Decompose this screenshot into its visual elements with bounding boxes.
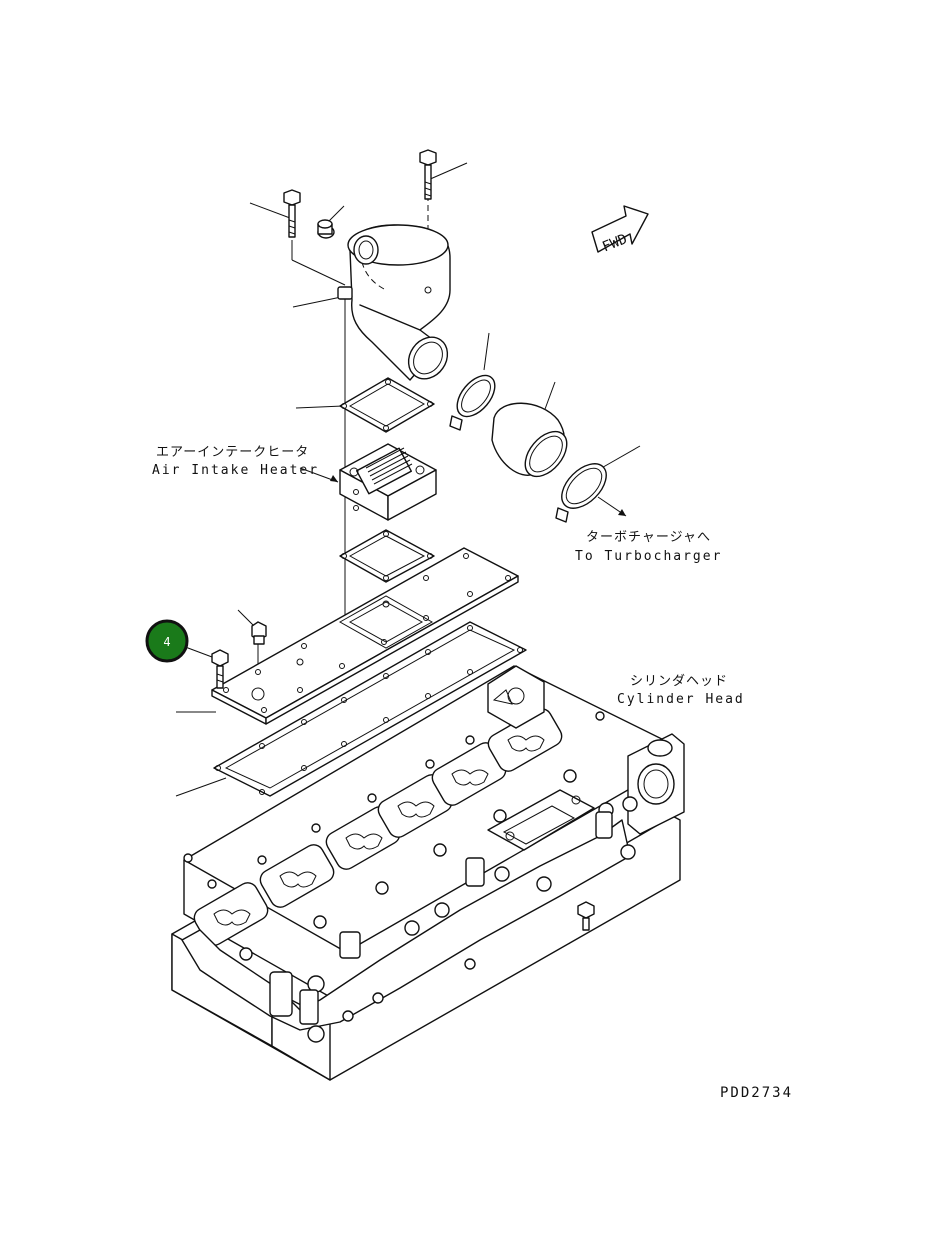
hose-clamp-lower — [555, 463, 607, 523]
heater-leader-arrow — [330, 475, 338, 482]
air-intake-heater-label-jp: エアーインテークヒータ — [156, 445, 309, 460]
callout-number: 4 — [163, 635, 170, 649]
hose-clamp-upper — [449, 374, 496, 431]
bolt-top-right — [419, 149, 437, 200]
intake-hose — [491, 402, 568, 478]
cylinder-head — [171, 665, 685, 1081]
cover-plug — [251, 621, 267, 645]
labels: エアーインテークヒータ Air Intake Heater ターボチャージャへ … — [152, 445, 793, 1101]
head-bolt-bosses — [183, 695, 605, 961]
intake-elbow — [337, 224, 451, 381]
cylinder-head-label-en: Cylinder Head — [617, 692, 745, 707]
fwd-arrow: FWD — [591, 205, 649, 255]
head-front-boss — [487, 665, 545, 729]
heater-gasket-upper — [339, 377, 435, 433]
plug-small — [317, 219, 335, 239]
cover-bolt — [211, 649, 229, 689]
drawing-number: PDD2734 — [720, 1085, 793, 1101]
head-side-bolts — [269, 796, 638, 1043]
turbo-label-jp: ターボチャージャへ — [586, 530, 711, 545]
callout-badge-4[interactable]: 4 — [145, 619, 189, 663]
valve-chambers — [193, 708, 563, 946]
air-intake-heater — [339, 443, 437, 521]
water-outlet-flange — [627, 733, 685, 835]
cover-gasket — [213, 621, 527, 797]
air-intake-heater-label-en: Air Intake Heater — [152, 463, 319, 478]
heater-gasket-lower — [339, 529, 435, 583]
cylinder-head-label-jp: シリンダヘッド — [630, 674, 728, 689]
intake-cover-plate — [211, 547, 519, 725]
callout-circle[interactable] — [145, 619, 189, 663]
turbo-label-en: To Turbocharger — [575, 549, 722, 564]
turbo-arrow-head — [618, 509, 626, 516]
manifold-bolt — [577, 901, 595, 931]
bolt-top-left — [283, 189, 301, 238]
